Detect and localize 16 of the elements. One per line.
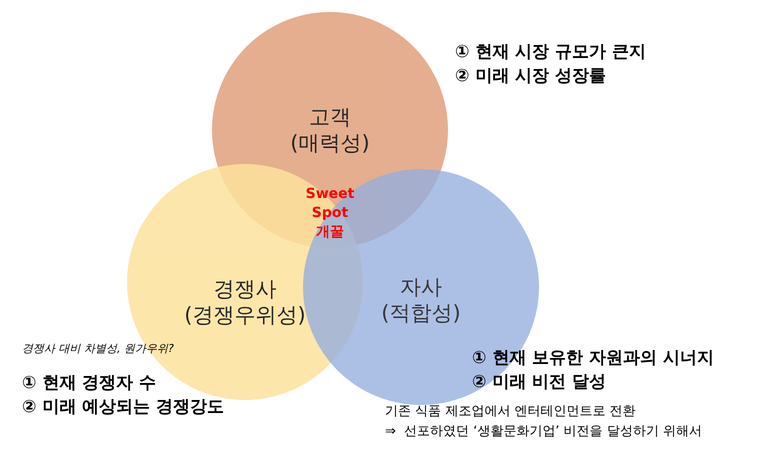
sweet-spot-label: Sweet Spot 개꿀 (304, 185, 356, 242)
criterion-item: ② 미래 시장 성장률 (455, 65, 606, 87)
note-text: 기존 식품 제조업에서 엔터테인먼트로 전환 (385, 403, 636, 420)
circle-title: 경쟁사 (212, 276, 278, 302)
circle-subtitle: (적합성) (380, 300, 462, 326)
circle-title: 자사 (399, 274, 443, 300)
criterion-item: ① 현재 시장 규모가 큰지 (455, 41, 646, 63)
note-text: ⇒ 선포하였던 ‘생활문화기업’ 비전을 달성하기 위해서 (385, 423, 702, 440)
circle-subtitle: (매력성) (289, 130, 371, 156)
circle-subtitle: (경쟁우위성) (183, 302, 307, 328)
criterion-item: ② 미래 비전 달성 (472, 371, 606, 393)
circle-title: 고객 (308, 104, 352, 130)
criterion-item: ① 현재 보유한 자원과의 시너지 (472, 347, 714, 369)
criterion-item: ② 미래 예상되는 경쟁강도 (22, 396, 224, 418)
criterion-item: ① 현재 경쟁자 수 (22, 372, 156, 394)
note-text: 경쟁사 대비 차별성, 원가우위? (22, 341, 174, 356)
